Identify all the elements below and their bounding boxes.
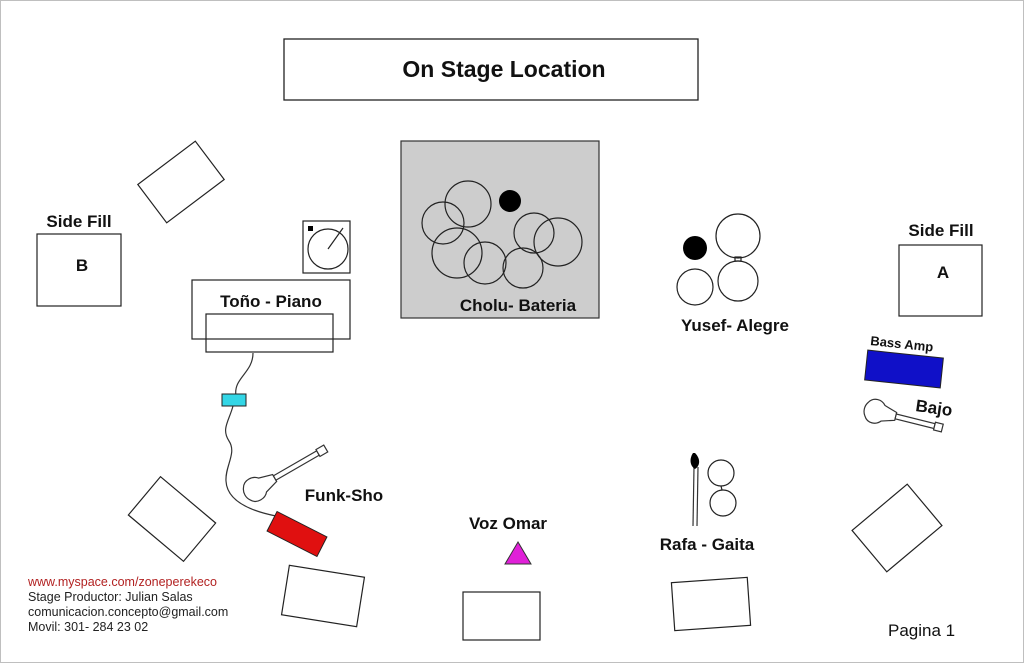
guitar-amp <box>266 510 328 558</box>
drum-kick <box>463 241 507 285</box>
monitor-wedge-guitar <box>280 564 366 628</box>
drum-hihat-icon <box>499 190 521 212</box>
title-box <box>283 38 699 101</box>
conga-left <box>676 268 714 306</box>
bass-amp <box>864 349 944 389</box>
piano-label: Toño - Piano <box>220 292 322 311</box>
guitar-label: Funk-Sho <box>305 486 383 505</box>
monitor-wedge-right <box>851 483 943 573</box>
monitor-wedge-bottom-left <box>127 475 217 563</box>
side-fill-a-speaker <box>898 244 983 317</box>
contact-email[interactable]: comunicacion.concepto@gmail.com <box>28 605 229 619</box>
bass-amp-label: Bass Amp <box>870 333 934 355</box>
percussion-drums <box>676 213 761 306</box>
drum-left-cymbal <box>421 201 465 245</box>
page-number: Pagina 1 <box>888 621 956 640</box>
drum-rack-tom <box>444 180 492 228</box>
bass-guitar-icon <box>863 398 944 433</box>
gaita-instrument <box>692 466 699 527</box>
contact-info: www.myspace.com/zoneperekeco Stage Produ… <box>28 575 228 635</box>
bass-label: Bajo <box>914 396 953 420</box>
drum-riser <box>400 140 600 319</box>
vocal-mic-marker <box>504 541 532 565</box>
keyboard-amp-indicator <box>308 226 313 231</box>
side-fill-a-label: Side Fill <box>908 221 973 240</box>
conga-top <box>715 213 761 259</box>
conga-link <box>734 256 742 262</box>
gaita-feather-icon <box>690 453 700 469</box>
drum-mid-tom <box>513 212 555 254</box>
piano-stand <box>191 279 351 340</box>
effects-pedal[interactable] <box>221 393 247 407</box>
gaita-drum-top <box>707 459 735 487</box>
monitor-wedge-gaita <box>670 576 752 632</box>
side-fill-b-speaker <box>36 233 122 307</box>
drum-ride <box>533 217 583 267</box>
stage-producer: Stage Productor: Julian Salas <box>28 590 193 604</box>
gaita-drum-bottom <box>709 489 737 517</box>
website-link[interactable]: www.myspace.com/zoneperekeco <box>28 575 217 589</box>
piano-keyboard <box>205 313 334 353</box>
side-fill-a-letter: A <box>937 263 949 282</box>
contact-phone: Movil: 301- 284 23 02 <box>28 620 149 634</box>
percussion-label: Yusef- Alegre <box>681 316 789 335</box>
conga-right <box>717 260 759 302</box>
gaita-label: Rafa - Gaita <box>660 535 755 554</box>
monitor-wedge-vocals <box>462 591 541 641</box>
gaita-drum-link <box>720 485 723 491</box>
drums-label: Cholu- Bateria <box>460 296 577 315</box>
guitar-cable <box>225 352 277 517</box>
page-title: On Stage Location <box>402 56 605 82</box>
percussion-cowbell-icon <box>683 236 707 260</box>
side-fill-b-label: Side Fill <box>46 212 111 231</box>
vocals-label: Voz Omar <box>469 514 547 533</box>
side-fill-b-letter: B <box>76 256 88 275</box>
electric-guitar-icon <box>242 444 329 502</box>
monitor-wedge-top-left <box>136 140 226 224</box>
drum-snare <box>431 227 483 279</box>
drum-floor-tom <box>502 247 544 289</box>
keyboard-amp-needle <box>327 227 344 250</box>
drum-kit <box>421 180 583 289</box>
